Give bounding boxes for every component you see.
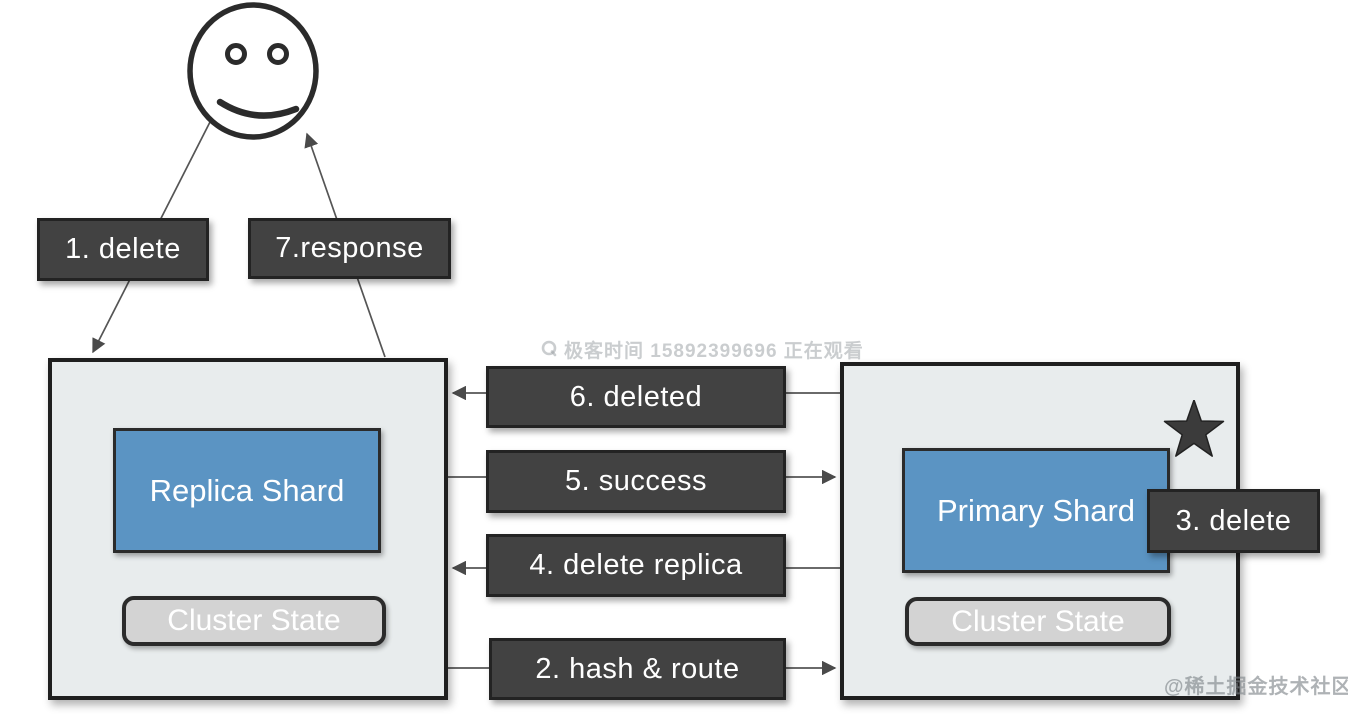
step-label-4-delete-replica: 4. delete replica: [486, 534, 786, 597]
step-label-3-delete: 3. delete: [1147, 489, 1320, 553]
star-icon: [1163, 400, 1225, 457]
step-label-6-text: 6. deleted: [569, 380, 703, 413]
community-watermark: @稀土掘金技术社区: [1164, 670, 1348, 699]
primary-shard-box: Primary Shard: [902, 448, 1170, 573]
viewer-watermark-text: 极客时间 15892399696 正在观看: [564, 340, 864, 362]
step-label-6-deleted: 6. deleted: [486, 366, 786, 428]
step-label-1-text: 1. delete: [65, 233, 181, 265]
step-label-7-text: 7.response: [275, 232, 424, 264]
primary-shard-label: Primary Shard: [936, 492, 1136, 528]
step-label-5-text: 5. success: [565, 465, 707, 497]
step-label-4-text: 4. delete replica: [529, 549, 743, 581]
replica-cluster-state-pill: Cluster State: [122, 596, 386, 646]
step-label-2-hash-route: 2. hash & route: [489, 638, 786, 700]
step-label-7-response: 7.response: [248, 218, 451, 279]
smiley-face-icon: [187, 2, 319, 140]
geektime-logo-icon: [541, 340, 557, 357]
primary-cluster-state-pill: Cluster State: [905, 597, 1171, 646]
viewer-watermark: 极客时间 15892399696 正在观看: [540, 338, 864, 362]
community-watermark-text: @稀土掘金技术社区: [1164, 676, 1348, 698]
replica-shard-box: Replica Shard: [113, 428, 381, 553]
replica-shard-label: Replica Shard: [149, 472, 345, 508]
step-label-2-text: 2. hash & route: [535, 652, 740, 685]
step-label-3-text: 3. delete: [1175, 504, 1292, 537]
step-label-5-success: 5. success: [486, 450, 786, 513]
primary-cluster-state-label: Cluster State: [951, 604, 1125, 638]
replica-cluster-state-label: Cluster State: [167, 604, 341, 637]
step-label-1-delete: 1. delete: [37, 218, 209, 281]
